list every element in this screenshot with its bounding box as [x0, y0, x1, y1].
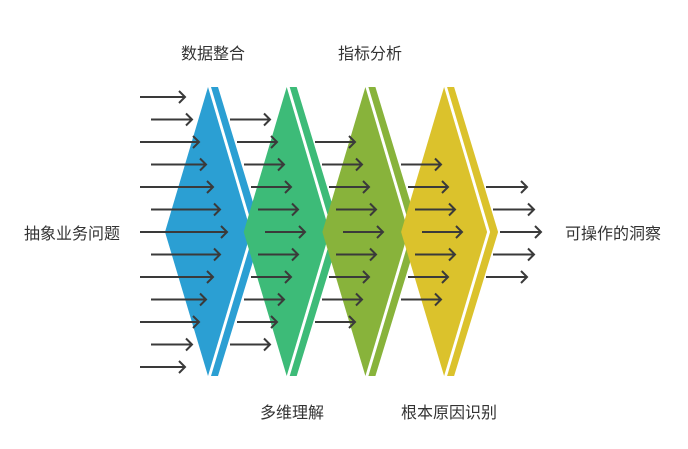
arrow-icon — [401, 157, 443, 172]
arrow-icon — [140, 180, 215, 194]
arrow-head — [178, 360, 187, 374]
arrow-head — [520, 180, 529, 194]
arrow-head — [199, 157, 208, 172]
arrow-icon — [258, 247, 300, 262]
arrow-head — [362, 180, 371, 194]
arrow-head — [348, 315, 357, 329]
arrow-icon — [258, 202, 300, 217]
arrow-head — [263, 112, 272, 127]
arrow-head — [441, 180, 450, 194]
arrow-icon — [486, 180, 529, 194]
arrow-icon — [140, 90, 187, 104]
arrow-icon — [140, 270, 215, 284]
arrow-head — [213, 202, 222, 217]
arrow-icon — [401, 292, 443, 307]
arrow-head — [270, 135, 279, 149]
arrow-head — [369, 202, 378, 217]
arrow-icon — [151, 112, 194, 127]
arrow-head — [291, 247, 300, 262]
arrow-icon — [244, 292, 286, 307]
arrow-head — [298, 225, 307, 239]
output-label: 可操作的洞察 — [564, 224, 662, 243]
arrow-icon — [486, 270, 529, 284]
arrow-head — [178, 90, 187, 104]
arrow-icon — [151, 292, 208, 307]
arrow-head — [206, 270, 215, 284]
arrow-head — [277, 157, 286, 172]
arrow-head — [185, 112, 194, 127]
arrow-icon — [493, 247, 536, 262]
arrow-head — [434, 157, 443, 172]
arrow-icon — [343, 225, 385, 239]
arrow-head — [448, 247, 457, 262]
arrow-head — [534, 225, 543, 239]
arrow-icon — [151, 247, 222, 262]
arrow-head — [192, 315, 201, 329]
arrow-icon — [322, 292, 364, 307]
arrow-icon — [237, 315, 279, 329]
arrow-icon — [408, 270, 450, 284]
arrow-head — [527, 202, 536, 217]
arrow-head — [291, 202, 300, 217]
stage-label-multidimensional: 多维理解 — [259, 403, 325, 422]
arrow-icon — [151, 337, 194, 352]
arrow-head — [284, 180, 293, 194]
arrow-icon — [493, 202, 536, 217]
arrow-icon — [422, 225, 464, 239]
arrow-icon — [265, 225, 307, 239]
stage-label-root-cause: 根本原因识别 — [400, 403, 498, 422]
arrow-icon — [230, 112, 272, 127]
arrow-icon — [322, 157, 364, 172]
arrow-head — [220, 225, 229, 239]
arrow-icon — [251, 180, 293, 194]
arrow-head — [369, 247, 378, 262]
arrow-head — [348, 135, 357, 149]
arrow-icon — [237, 135, 279, 149]
arrow-icon — [500, 225, 543, 239]
arrow-icon — [329, 270, 371, 284]
arrow-head — [448, 202, 457, 217]
arrow-icon — [140, 315, 201, 329]
arrow-head — [355, 157, 364, 172]
input-label: 抽象业务问题 — [23, 224, 121, 243]
arrow-icon — [315, 135, 357, 149]
arrow-head — [520, 270, 529, 284]
arrow-icon — [151, 157, 208, 172]
arrow-icon — [251, 270, 293, 284]
arrow-icon — [140, 225, 229, 239]
arrow-head — [362, 270, 371, 284]
arrow-icon — [151, 202, 222, 217]
arrow-head — [263, 337, 272, 352]
arrow-head — [199, 292, 208, 307]
arrow-icon — [415, 202, 457, 217]
arrow-icon — [244, 157, 286, 172]
arrow-icon — [336, 202, 378, 217]
arrow-head — [376, 225, 385, 239]
arrow-head — [185, 337, 194, 352]
arrow-head — [213, 247, 222, 262]
arrow-head — [270, 315, 279, 329]
arrow-head — [455, 225, 464, 239]
arrow-head — [434, 292, 443, 307]
arrow-head — [441, 270, 450, 284]
arrow-icon — [408, 180, 450, 194]
arrow-head — [206, 180, 215, 194]
arrow-icon — [329, 180, 371, 194]
arrow-icon — [336, 247, 378, 262]
arrow-icon — [140, 360, 187, 374]
arrow-icon — [315, 315, 357, 329]
arrow-icon — [140, 135, 201, 149]
arrow-head — [284, 270, 293, 284]
arrow-head — [527, 247, 536, 262]
stage-label-metric-analysis: 指标分析 — [337, 44, 403, 63]
arrow-head — [277, 292, 286, 307]
arrow-head — [355, 292, 364, 307]
arrow-icon — [230, 337, 272, 352]
arrow-icon — [415, 247, 457, 262]
arrow-head — [192, 135, 201, 149]
stage-label-data-integration: 数据整合 — [180, 44, 246, 63]
